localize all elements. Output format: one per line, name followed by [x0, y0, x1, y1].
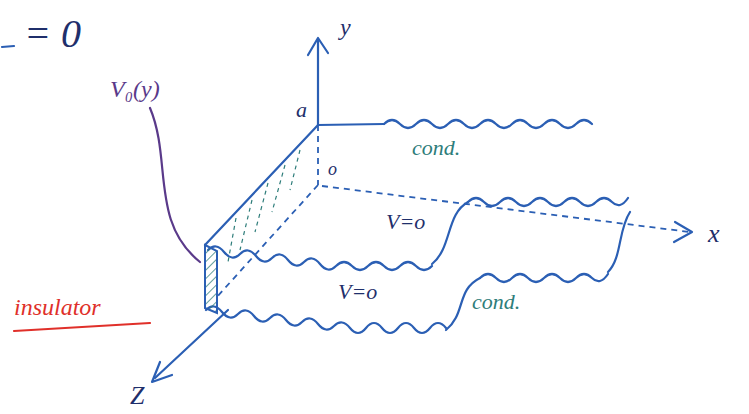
- axis-label: y: [338, 14, 353, 40]
- axis-label: x: [706, 220, 722, 249]
- origin-label: o: [326, 160, 339, 180]
- potential-label: V₀(y): [108, 76, 162, 102]
- axis-label: Z: [128, 382, 146, 411]
- potential-label: V=o: [384, 210, 427, 234]
- conductor-label: cond.: [410, 136, 462, 160]
- conductor-label: cond.: [470, 290, 522, 314]
- potential-label: V=o: [336, 280, 379, 304]
- insulator-label: insulator: [12, 294, 103, 320]
- dimension-label: a: [294, 98, 309, 122]
- equation-text: = 0: [22, 12, 83, 56]
